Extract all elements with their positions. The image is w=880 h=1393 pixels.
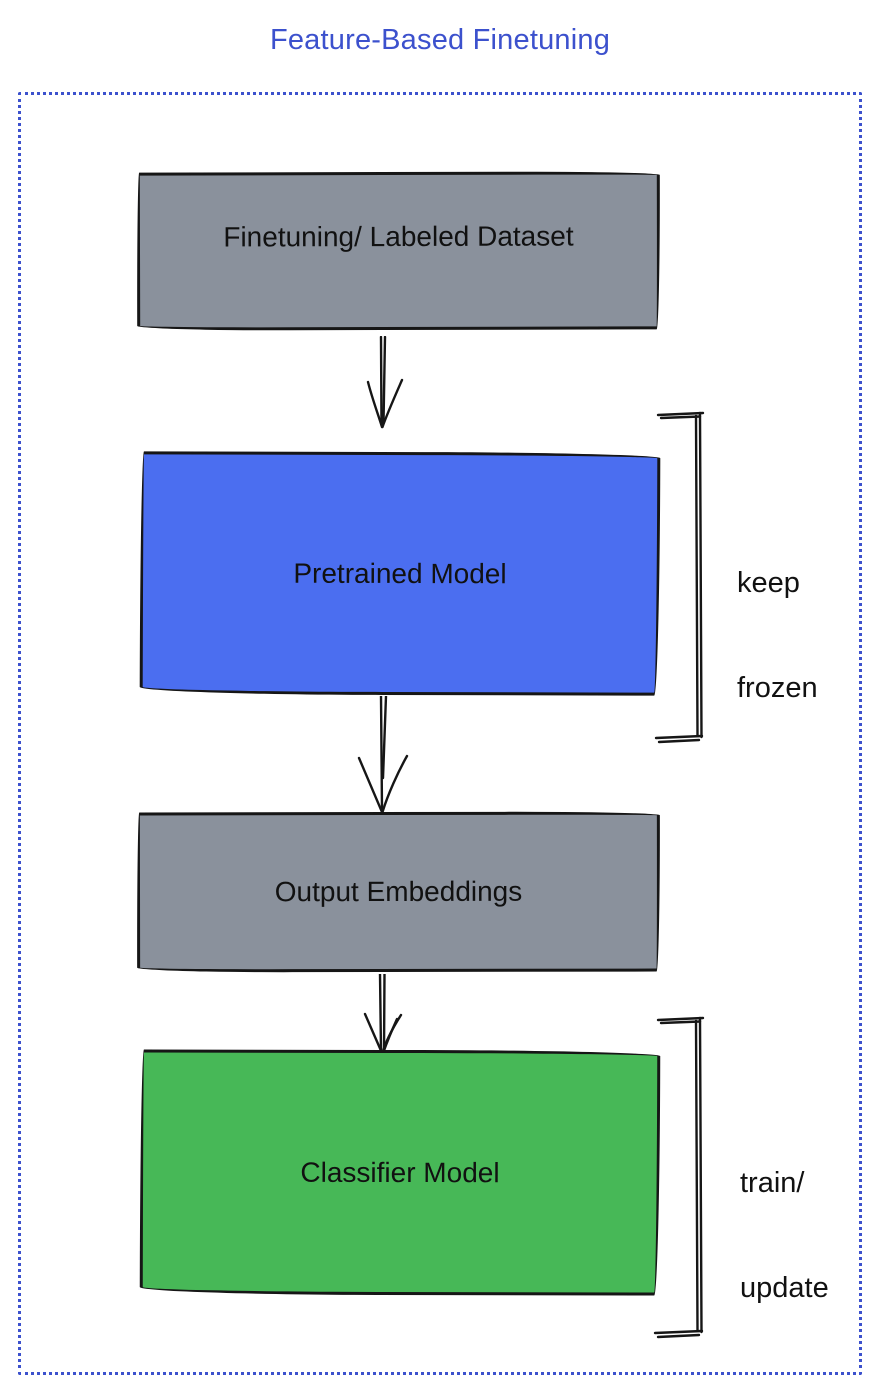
- node-classifier-model-label: Classifier Model: [300, 1156, 500, 1188]
- train-update-line2: update: [740, 1272, 829, 1304]
- arrow-down-icon: [363, 974, 403, 1055]
- arrow-down-icon: [357, 696, 409, 814]
- node-pretrained-model-label: Pretrained Model: [293, 557, 507, 589]
- arrow-down-icon: [366, 336, 404, 429]
- keep-frozen-line1: keep: [737, 567, 800, 599]
- node-output-embeddings-label: Output Embeddings: [274, 875, 523, 908]
- train-update-label: train/ update: [740, 1096, 829, 1376]
- bracket-train-update-icon: [653, 1016, 705, 1339]
- dotted-frame: [18, 92, 862, 1375]
- node-output-embeddings: Output Embeddings: [136, 811, 661, 973]
- node-classifier-model: Classifier Model: [139, 1049, 661, 1296]
- node-pretrained-model: Pretrained Model: [139, 451, 661, 696]
- diagram-title: Feature-Based Finetuning: [269, 24, 611, 56]
- node-finetuning-dataset: Finetuning/ Labeled Dataset: [136, 171, 661, 331]
- train-update-line1: train/: [740, 1167, 805, 1199]
- keep-frozen-label: keep frozen: [737, 496, 818, 776]
- bracket-keep-frozen-icon: [654, 411, 705, 744]
- keep-frozen-line2: frozen: [737, 672, 818, 704]
- node-finetuning-dataset-label: Finetuning/ Labeled Dataset: [223, 220, 574, 253]
